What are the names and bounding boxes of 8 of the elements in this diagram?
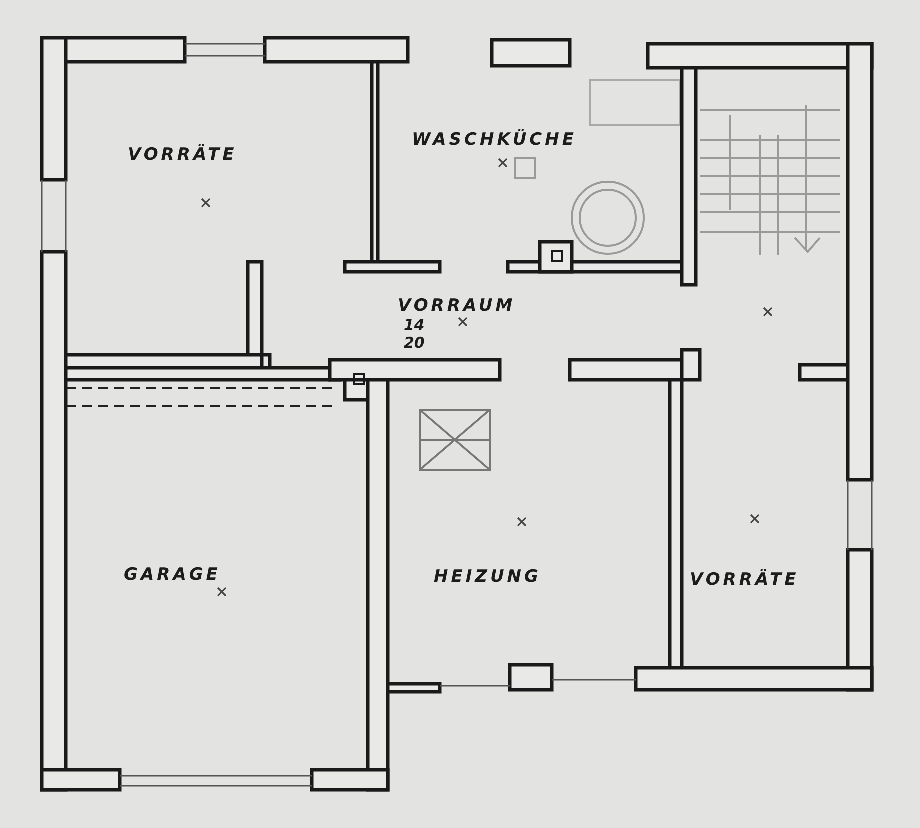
room-label: VORRÄTE <box>128 145 238 165</box>
room-label: GARAGE <box>124 565 221 585</box>
room-number: 20 <box>404 334 426 352</box>
room-label: VORRAUM <box>398 296 516 316</box>
room-number: 14 <box>404 316 426 334</box>
room-label: VORRÄTE <box>690 570 800 590</box>
room-label: WASCHKÜCHE <box>412 130 577 150</box>
room-label: HEIZUNG <box>434 567 542 587</box>
